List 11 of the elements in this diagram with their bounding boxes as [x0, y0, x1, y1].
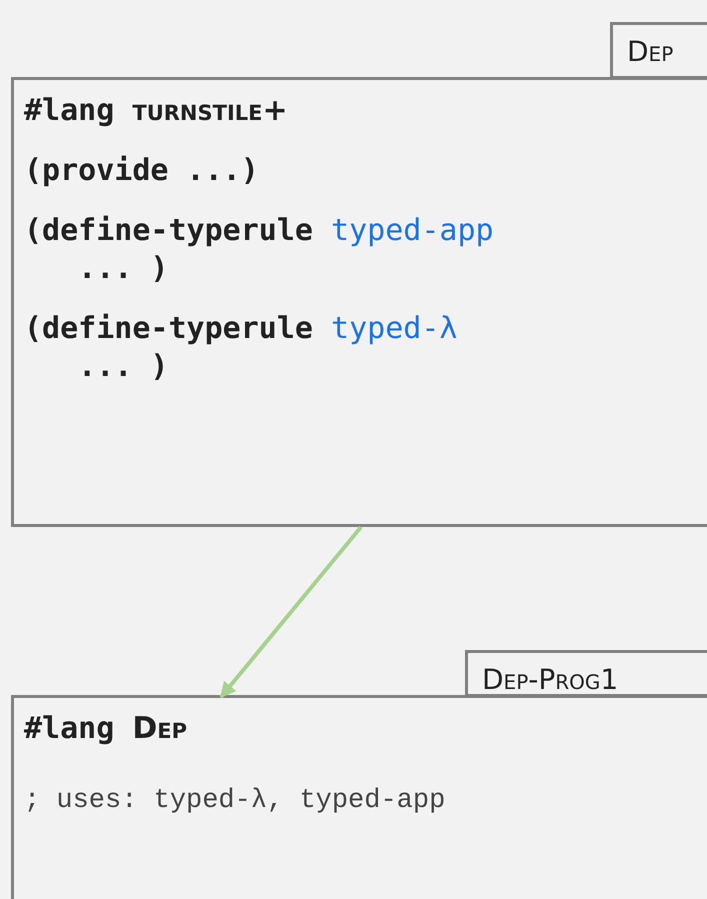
- code-line: (define-typerule typed-app ... ): [24, 212, 495, 288]
- tab-label: Dep: [610, 22, 707, 79]
- code-panel: [11, 77, 707, 527]
- code-line: (provide ...): [24, 152, 260, 190]
- code-line: #lang turnstile+: [24, 92, 289, 130]
- tab-label: Dep-Prog1: [465, 650, 707, 697]
- code-line: #lang Dep: [24, 710, 188, 748]
- arrow: [219, 526, 363, 698]
- code-comment: ; uses: typed-λ, typed-app: [24, 785, 446, 818]
- code-line: (define-typerule typed-λ ... ): [24, 310, 458, 386]
- code-panel: [11, 695, 707, 899]
